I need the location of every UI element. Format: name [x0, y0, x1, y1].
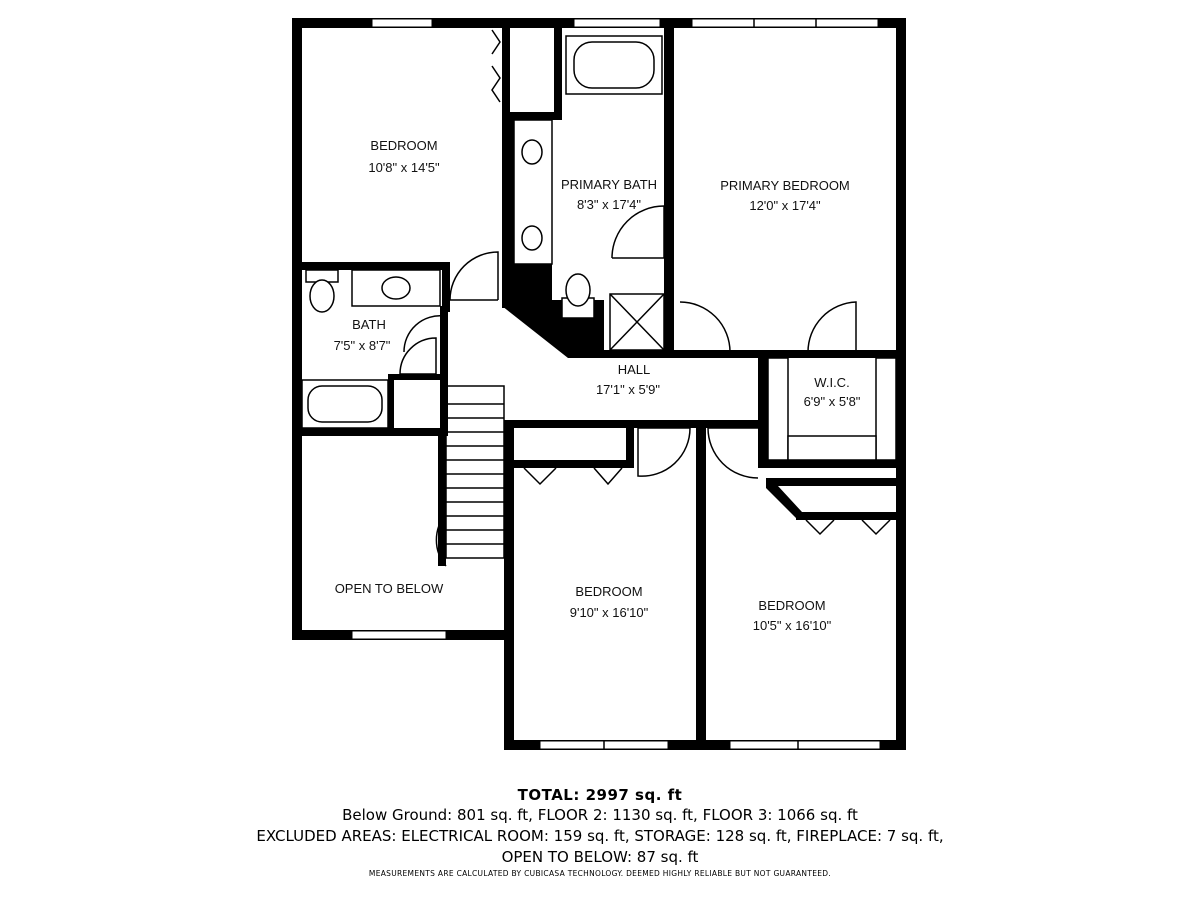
doors: [399, 29, 891, 567]
wic-name: W.I.C.: [814, 375, 849, 390]
hall-name: HALL: [618, 362, 651, 377]
bedroom-se-dims: 10'5" x 16'10": [753, 618, 832, 633]
primary-bedroom-name: PRIMARY BEDROOM: [720, 178, 850, 193]
bedroom-s-dims: 9'10" x 16'10": [570, 605, 649, 620]
hall-dims: 17'1" x 5'9": [596, 382, 660, 397]
open-to-below-name: OPEN TO BELOW: [335, 581, 444, 596]
bedroom-s-name: BEDROOM: [575, 584, 642, 599]
primary-bath-name: PRIMARY BATH: [561, 177, 657, 192]
bath-name: BATH: [352, 317, 386, 332]
stairs: [445, 385, 505, 559]
floor-plan: BEDROOM 10'8" x 14'5" PRIMARY BATH 8'3" …: [292, 18, 906, 750]
room-labels: BEDROOM 10'8" x 14'5" PRIMARY BATH 8'3" …: [334, 138, 861, 633]
excluded-areas-continued: OPEN TO BELOW: 87 sq. ft: [501, 848, 699, 866]
interior-walls: [292, 28, 906, 750]
bedroom-nw-dims: 10'8" x 14'5": [368, 160, 440, 175]
bedroom-nw-name: BEDROOM: [370, 138, 437, 153]
windows: [351, 18, 881, 750]
bath-dims: 7'5" x 8'7": [334, 338, 391, 353]
bedroom-se-name: BEDROOM: [758, 598, 825, 613]
primary-bedroom-dims: 12'0" x 17'4": [749, 198, 821, 213]
floor-breakdown: Below Ground: 801 sq. ft, FLOOR 2: 1130 …: [342, 806, 858, 824]
primary-bath-dims: 8'3" x 17'4": [577, 197, 641, 212]
total-area: TOTAL: 2997 sq. ft: [517, 786, 683, 804]
disclaimer: MEASUREMENTS ARE CALCULATED BY CUBICASA …: [368, 869, 832, 878]
excluded-areas: EXCLUDED AREAS: ELECTRICAL ROOM: 159 sq.…: [256, 827, 944, 845]
wic-dims: 6'9" x 5'8": [804, 394, 861, 409]
fixtures: [301, 35, 897, 461]
